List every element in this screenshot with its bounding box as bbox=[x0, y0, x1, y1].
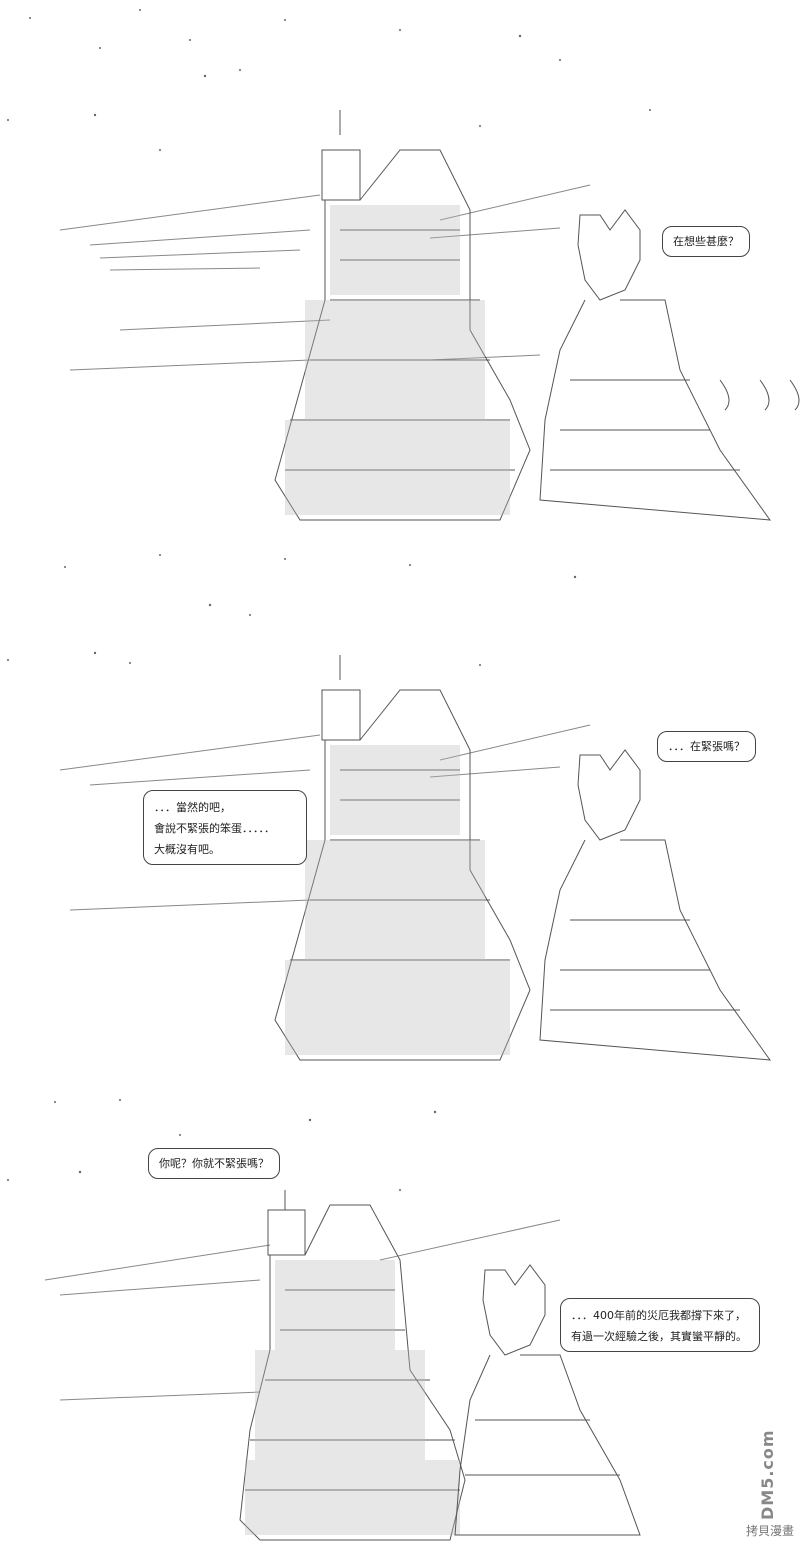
watermark-subtitle: 拷貝漫畫 bbox=[745, 1524, 794, 1538]
watermark-logo: DM5.com bbox=[758, 1429, 777, 1520]
bubble-line: 大概沒有吧。 bbox=[154, 843, 220, 856]
panel-3: 你呢？你就不緊張嗎？ ．．．400年前的災厄我都撐下來了， 有過一次經驗之後，其… bbox=[0, 1080, 800, 1545]
speech-bubble: ．．．當然的吧， 會說不緊張的笨蛋．．．．． 大概沒有吧。 bbox=[143, 790, 307, 865]
speech-bubble: 你呢？你就不緊張嗎？ bbox=[148, 1148, 280, 1179]
bubble-line: 在想些甚麼？ bbox=[673, 235, 739, 248]
ascii-art-scene bbox=[7, 554, 772, 1061]
speech-bubble: 在想些甚麼？ bbox=[662, 226, 750, 257]
ascii-art-scene bbox=[7, 9, 800, 521]
speech-bubble: ．．．400年前的災厄我都撐下來了， 有過一次經驗之後，其實蠻平靜的。 bbox=[560, 1298, 760, 1352]
panel-1: 在想些甚麼？ bbox=[0, 0, 800, 530]
bubble-line: ．．．400年前的災厄我都撐下來了， bbox=[571, 1309, 746, 1322]
bubble-line: ．．．在緊張嗎？ bbox=[668, 740, 745, 753]
bubble-line: 你呢？你就不緊張嗎？ bbox=[159, 1157, 269, 1170]
bubble-line: ．．．當然的吧， bbox=[154, 801, 231, 814]
bubble-line: 有過一次經驗之後，其實蠻平靜的。 bbox=[571, 1330, 747, 1343]
speech-bubble: ．．．在緊張嗎？ bbox=[657, 731, 756, 762]
ascii-art-scene bbox=[7, 1099, 641, 1541]
panel-2: ．．．在緊張嗎？ ．．．當然的吧， 會說不緊張的笨蛋．．．．． 大概沒有吧。 bbox=[0, 545, 800, 1075]
bubble-line: 會說不緊張的笨蛋．．．．． bbox=[154, 822, 275, 835]
